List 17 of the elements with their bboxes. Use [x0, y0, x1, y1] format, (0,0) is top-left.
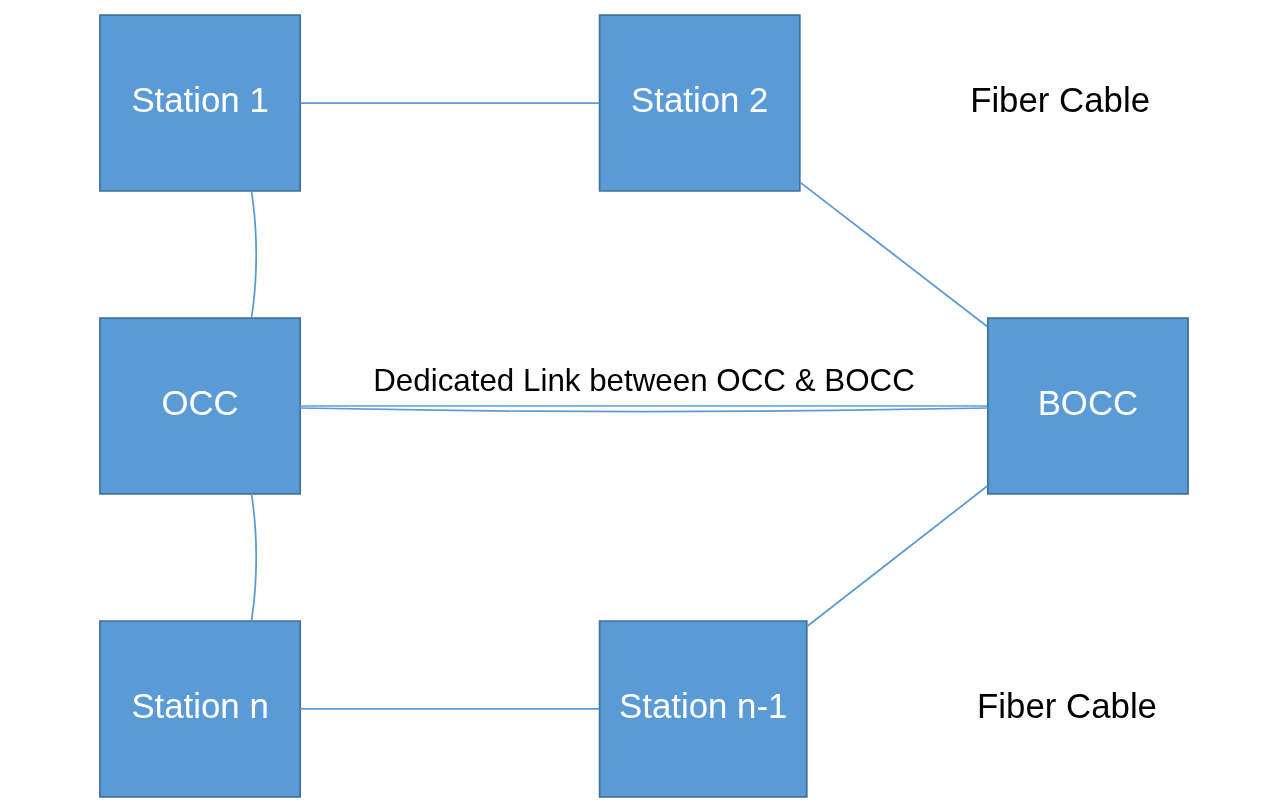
node-box: Station n-1	[598, 620, 808, 798]
connector	[299, 102, 600, 104]
connector	[299, 407, 989, 413]
connector	[799, 181, 989, 328]
node-box: Station 1	[99, 14, 302, 192]
connector	[250, 190, 258, 319]
edge-label: Dedicated Link between OCC & BOCC	[373, 363, 915, 399]
node-box: Station n	[99, 620, 302, 798]
label: Fiber Cable	[970, 79, 1151, 119]
node-box: BOCC	[986, 317, 1189, 495]
node-box: Station 2	[598, 14, 801, 192]
label: Fiber Cable	[977, 685, 1157, 725]
connector	[299, 708, 601, 710]
connector	[299, 405, 989, 407]
connector	[806, 485, 989, 628]
node-box: OCC	[99, 317, 302, 495]
connector	[250, 493, 258, 622]
